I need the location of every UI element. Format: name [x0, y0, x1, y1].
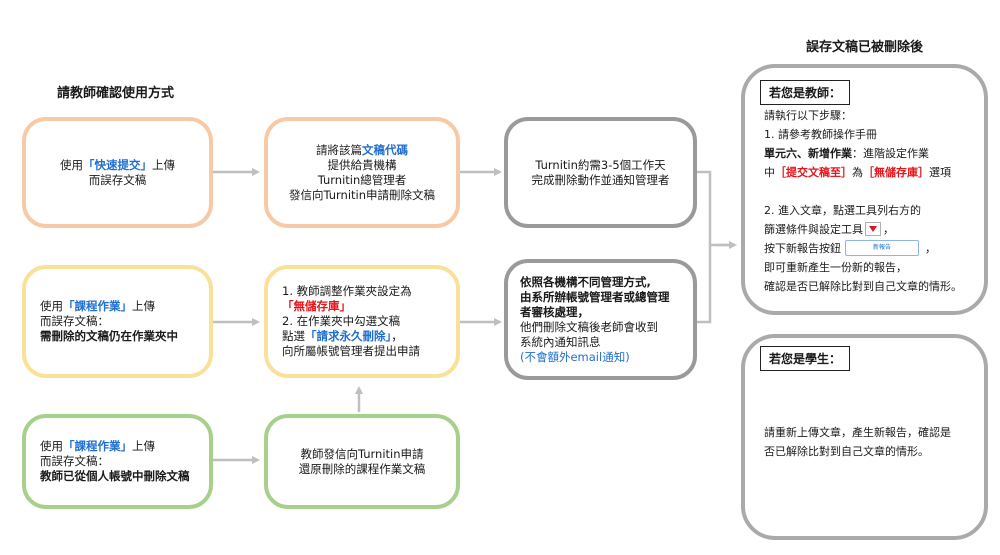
- box-turnitin-wait: Turnitin約需3-5個工作天 完成刪除動作並通知管理者: [504, 117, 697, 228]
- student-panel-header: 若您是學生：: [760, 346, 851, 371]
- box-course-deleted: 使用「課程作業」上傳 而誤存文稿： 教師已從個人帳號中刪除文稿: [22, 414, 213, 509]
- connector-merge: [697, 170, 730, 324]
- right-title: 誤存文稿已被刪除後: [806, 40, 924, 55]
- teacher-panel-header: 若您是教師：: [760, 80, 851, 105]
- student-panel-text: 請重新上傳文章，產生新報告，確認是 否已解除比對到自己文章的情形。: [764, 426, 951, 458]
- box-restore: 教師發信向Turnitin申請 還原刪除的課程作業文稿: [264, 414, 460, 509]
- box-institution: 依照各機構不同管理方式, 由系所辦帳號管理者或總管理 者審核處理， 他們刪除文稿…: [504, 259, 697, 380]
- teacher-panel: [741, 64, 988, 315]
- filter-dropdown-icon: [865, 222, 881, 236]
- teacher-panel-steps: 請執行以下步驟： 1. 請參考教師操作手冊 單元六、新增作業：進階設定作業 中［…: [764, 109, 962, 293]
- box-doc-code: 請將該篇文稿代碼 提供給貴機構 Turnitin總管理者 發信向Turnitin…: [264, 117, 460, 228]
- no-repository-label: 「無儲存庫」: [282, 299, 351, 313]
- box-quick-submit: 使用「快速提交」上傳 而誤存文稿: [22, 117, 213, 228]
- box-teacher-adjust: 1. 教師調整作業夾設定為 「無儲存庫」 2. 在作業夾中勾選文稿 點選「請求永…: [264, 265, 460, 378]
- request-delete-label: 「請求永久刪除」: [305, 329, 392, 343]
- left-title: 請教師確認使用方式: [57, 86, 175, 101]
- new-report-button: 新報告: [845, 240, 919, 256]
- box-course-in-folder: 使用「課程作業」上傳 而誤存文稿： 需刪除的文稿仍在作業夾中: [22, 265, 213, 378]
- doc-code-label: 文稿代碼: [362, 142, 408, 157]
- quick-submit-label: 「快速提交」: [83, 157, 152, 172]
